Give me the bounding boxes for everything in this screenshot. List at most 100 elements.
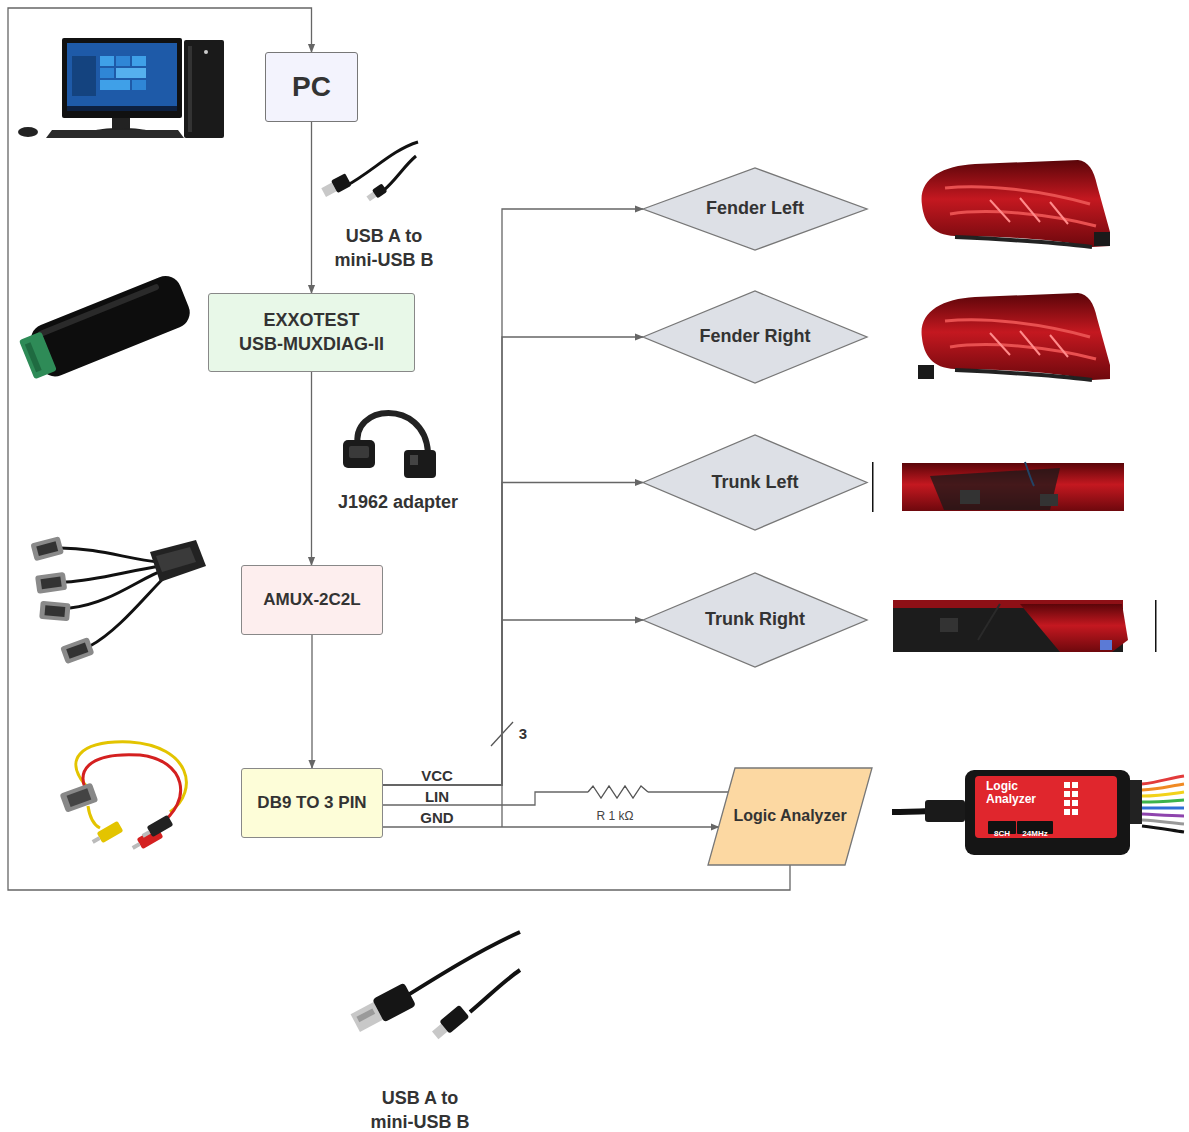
amux-cable-illustration [150, 540, 206, 582]
text-run: USB-MUXDIAG-II [239, 334, 384, 354]
connector [383, 337, 643, 785]
fender-left-lamp-illustration [922, 160, 1110, 247]
node-text: Logic Analyzer [733, 806, 846, 827]
node-text: Fender Left [706, 197, 804, 220]
fender-right-lamp-illustration [918, 365, 934, 379]
connector [311, 372, 312, 565]
amux-cable-illustration [41, 577, 62, 590]
obd-adapter-illustration [343, 413, 436, 478]
logic-analyzer-illustration [1064, 791, 1070, 797]
resistor-value: R 1 kΩ [597, 810, 634, 823]
bus-wire [502, 785, 503, 827]
text-run: B [421, 250, 434, 270]
desktop-pc-illustration [18, 127, 38, 137]
trunk-left-lamp-illustration [1040, 494, 1058, 506]
desktop-pc-illustration [100, 56, 114, 66]
desktop-pc-illustration [62, 38, 182, 118]
desktop-pc-illustration [67, 43, 177, 111]
usb-cable-illustration [430, 1005, 469, 1042]
fender-right-lamp-illustration [950, 345, 1096, 359]
logic-analyzer-illustration [1072, 791, 1078, 797]
node-text: PC [292, 69, 331, 105]
db9-banana-cable-illustration [92, 836, 101, 843]
signal-name: LIN [425, 789, 449, 806]
logic-analyzer-illustration [1072, 809, 1078, 815]
amux-cable-illustration [39, 601, 70, 622]
text-run: mini-USB [370, 1112, 451, 1132]
usb-cable-illustration [356, 1008, 375, 1022]
text-run: EXXOTEST [263, 310, 359, 330]
label-holder: VCC [412, 767, 462, 785]
logic-analyzer-illustration [1142, 807, 1184, 810]
amux-cable-illustration [60, 637, 94, 664]
text-run: to [441, 1088, 458, 1108]
fender-right-lamp-illustration [990, 331, 1068, 357]
trunk-right-lamp-illustration [893, 600, 1157, 652]
logic-analyzer-illustration [1142, 776, 1184, 784]
db9-banana-cable-illustration [97, 821, 124, 843]
text-run: to [405, 226, 422, 246]
desktop-pc-illustration [132, 80, 146, 90]
amux-cable-illustration [35, 572, 67, 594]
edge-label: USB A to mini-USB B [322, 224, 446, 272]
connector [383, 483, 643, 786]
decision-diamond: Trunk Right [643, 573, 867, 667]
logic-analyzer-illustration [1130, 780, 1142, 824]
cable-caption: USB A to mini-USB B [357, 1086, 483, 1132]
obd-adapter-illustration [349, 446, 369, 458]
desktop-pc-illustration [72, 56, 96, 96]
fender-left-lamp-illustration [955, 237, 1092, 247]
desktop-pc-illustration [67, 106, 177, 111]
io-parallelogram: Logic Analyzer [708, 768, 872, 865]
obd-adapter-illustration [410, 455, 418, 465]
signal-name: VCC [421, 768, 453, 785]
shape-outline [708, 768, 872, 865]
amux-cable-illustration [60, 637, 94, 664]
logic-analyzer-illustration [1142, 814, 1184, 816]
process-box: PC [265, 52, 358, 122]
logic-analyzer-illustration [1072, 800, 1078, 806]
bus-width-number: 3 [519, 726, 527, 743]
trunk-left-lamp-illustration [872, 462, 1124, 512]
desktop-pc-illustration [132, 56, 146, 66]
fender-left-lamp-illustration [1094, 232, 1110, 246]
desktop-pc-illustration [116, 68, 146, 78]
logic-analyzer-illustration [1064, 782, 1070, 788]
usb-cable-illustration [384, 156, 416, 190]
db9-banana-cable-illustration [60, 782, 99, 812]
label-holder: 8CH [988, 822, 1016, 840]
db9-banana-cable-illustration [90, 821, 124, 847]
logic-analyzer-illustration [1064, 800, 1070, 806]
amux-cable-illustration [45, 605, 66, 617]
label-holder: 24MHz [1017, 822, 1053, 840]
db9-banana-cable-illustration [67, 788, 92, 807]
db9-banana-cable-illustration [60, 782, 99, 812]
trunk-left-lamp-illustration [960, 490, 980, 504]
usb-cable-illustration [400, 932, 520, 1000]
text-run: A [388, 226, 400, 246]
bus-wire [501, 785, 502, 827]
usb-cable-illustration [372, 183, 388, 198]
signal-name: GND [420, 810, 453, 827]
db9-banana-cable-illustration [140, 815, 174, 841]
label-holder: 3 [515, 725, 531, 743]
resistor-symbol [588, 786, 648, 798]
text-run: A [424, 1088, 436, 1108]
amux-cable-illustration [39, 601, 70, 622]
interface-device-illustration [17, 271, 195, 385]
usb-cable-illustration [331, 173, 352, 193]
desktop-pc-illustration [204, 50, 208, 54]
amux-cable-illustration [30, 536, 64, 561]
logic-analyzer-illustration [1142, 820, 1184, 824]
amux-cable-illustration [36, 541, 58, 556]
fender-left-lamp-illustration [990, 198, 1068, 224]
edge-label-holder: J1962 adapter [322, 490, 474, 514]
device-print: 8CH [994, 829, 1010, 839]
trunk-left-lamp-illustration [872, 462, 874, 512]
obd-adapter-illustration [343, 440, 375, 468]
usb-cable-illustration [365, 183, 387, 203]
logic-analyzer-illustration [975, 776, 1117, 838]
node-text: EXXOTEST USB-MUXDIAG-II [219, 309, 404, 356]
